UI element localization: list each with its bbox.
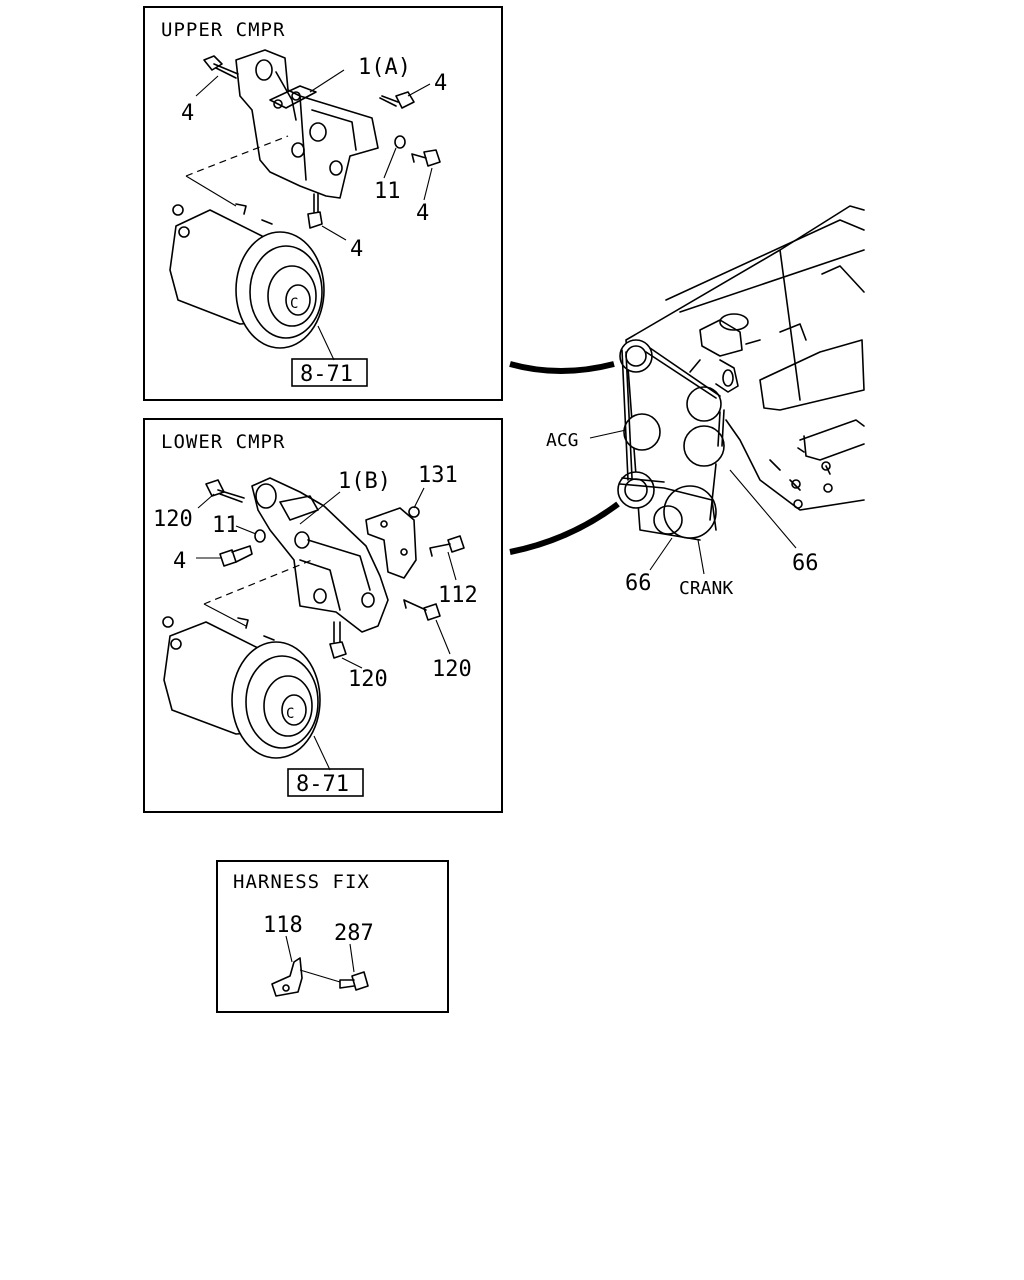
lower-label-bolt-bottom: 120 (348, 667, 388, 692)
svg-text:C: C (290, 296, 298, 312)
svg-text:C: C (286, 706, 294, 722)
upper-bolt-top-left (203, 55, 239, 79)
harness-clip (271, 957, 303, 997)
harness-panel-frame (216, 860, 449, 1013)
lower-label-sub-bracket: 131 (418, 463, 458, 488)
upper-label-washer: 11 (374, 179, 401, 204)
harness-fix-panel: HARNESS FIX 118 287 (216, 860, 449, 1013)
upper-panel-frame (143, 6, 503, 401)
lower-sub-bracket (365, 506, 420, 579)
belt-label-left: 66 (625, 571, 652, 596)
acg-label: ACG (546, 430, 579, 451)
lower-ref-box (287, 768, 364, 797)
engine-view: ACG 66 66 CRANK (509, 205, 865, 599)
harness-panel-title: HARNESS FIX (233, 871, 370, 893)
lower-pointer-arc (509, 501, 620, 555)
lower-label-bolt-right: 112 (438, 583, 478, 608)
lower-panel-title: LOWER CMPR (161, 431, 285, 453)
lower-panel-frame (143, 418, 503, 813)
lower-label-bolt-left: 4 (173, 549, 186, 574)
belt-system (617, 339, 725, 539)
idler-pulley (686, 386, 722, 422)
harness-label-clip: 118 (263, 913, 303, 938)
upper-pointer-arc (509, 361, 615, 374)
upper-label-bolt-left: 4 (181, 101, 194, 126)
upper-panel-title: UPPER CMPR (161, 19, 285, 41)
upper-bracket (235, 49, 379, 199)
upper-ref-label: 8-71 (300, 362, 353, 387)
upper-compressor-pulley (619, 339, 653, 373)
upper-label-bolt-right: 4 (416, 201, 429, 226)
upper-bolt-right (411, 149, 441, 167)
lower-compressor-pulley (617, 471, 655, 509)
upper-label-bracket: 1(A) (358, 55, 411, 80)
lower-bolt-left (219, 545, 253, 567)
upper-ref-box (291, 358, 368, 387)
lower-bolt-bottom (329, 621, 347, 659)
upper-bolt-top-right (379, 91, 415, 109)
lower-label-bolt-bottom-right: 120 (432, 657, 472, 682)
lower-label-bolt-top-left: 120 (153, 507, 193, 532)
lower-bolt-bottom-right (403, 599, 441, 621)
harness-bolt (339, 971, 369, 991)
engine-block (625, 205, 865, 541)
lower-compressor-panel: LOWER CMPR (143, 418, 503, 813)
lower-compressor: C (162, 616, 331, 771)
acg-pulley (623, 413, 661, 451)
upper-washer (394, 135, 406, 149)
upper-compressor-panel: UPPER CMPR (143, 6, 503, 401)
upper-bolt-bottom (307, 193, 323, 229)
harness-label-bolt: 287 (334, 921, 374, 946)
crank-pulley (663, 485, 717, 539)
belt-label-right: 66 (792, 551, 819, 576)
lower-label-bracket: 1(B) (338, 469, 391, 494)
crank-label: CRANK (679, 578, 733, 599)
upper-label-bolt-right-top: 4 (434, 71, 447, 96)
water-pump-pulley (683, 425, 725, 467)
lower-bolt-top-left (205, 479, 245, 503)
lower-label-washer: 11 (212, 513, 239, 538)
lower-bolt-right (429, 535, 465, 557)
lower-washer (254, 529, 266, 543)
upper-compressor: C (169, 203, 335, 361)
lower-bracket (251, 477, 389, 633)
upper-label-bolt-bottom: 4 (350, 237, 363, 262)
lower-ref-label: 8-71 (296, 772, 349, 797)
